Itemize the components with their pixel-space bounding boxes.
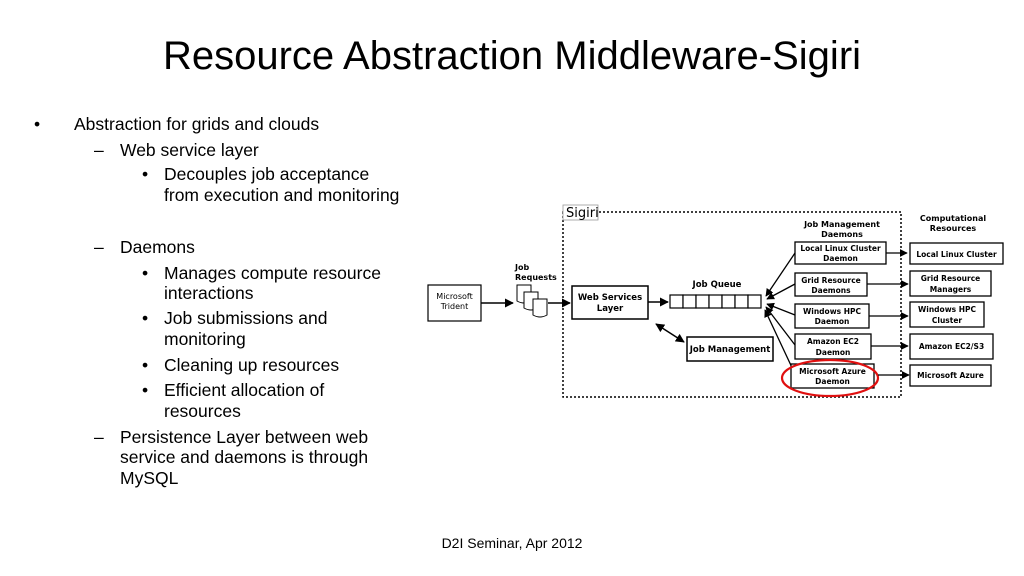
resource-grid-managers: Grid Resource Managers [909, 270, 992, 297]
web-services-label-line2: Layer [597, 304, 624, 314]
sigiri-label: Sigiri [566, 206, 599, 221]
dash-marker: – [94, 140, 104, 160]
bullet-marker: • [142, 164, 149, 184]
dash-marker: – [94, 427, 104, 447]
bullet-efficient-line1: Efficient allocation of [164, 380, 325, 400]
daemon-microsoft-azure: Microsoft Azure Daemon [790, 363, 875, 389]
bullet-persistence-line3: MySQL [120, 468, 179, 488]
daemon-label-line1: Local Linux Cluster [800, 244, 881, 253]
resource-amazon-ec2-s3: Amazon EC2/S3 [909, 333, 994, 360]
bullet-daemons: Daemons [120, 237, 195, 257]
trident-client-label-line1: Microsoft [436, 292, 472, 301]
bullet-marker: • [142, 355, 149, 375]
job-queue-label: Job Queue [692, 280, 742, 290]
daemon-local-linux-cluster: Local Linux Cluster Daemon [794, 241, 887, 265]
daemon-grid-resource: Grid Resource Daemons [794, 272, 868, 297]
resource-microsoft-azure: Microsoft Azure [909, 364, 992, 387]
slide-footer: D2I Seminar, Apr 2012 [441, 535, 583, 551]
daemon-to-queue-arrow [766, 302, 796, 316]
bullet-decouples-line1: Decouples job acceptance [164, 164, 370, 184]
bullet-marker: • [34, 114, 41, 134]
slide-title: Resource Abstraction Middleware-Sigiri [162, 34, 862, 78]
resource-label-line2: Cluster [932, 316, 963, 325]
bullet-job-submissions-line2: monitoring [164, 329, 246, 349]
web-services-label-line1: Web Services [578, 293, 642, 303]
job-requests-label-line1: Job [514, 263, 529, 272]
daemon-to-queue-arrow [766, 283, 796, 300]
bullet-cleaning-up: Cleaning up resources [164, 355, 340, 375]
sigiri-label-box [562, 204, 599, 221]
bullet-abstraction: Abstraction for grids and clouds [74, 114, 320, 134]
resource-label-line1: Microsoft Azure [917, 371, 984, 380]
daemon-label-line2: Daemon [823, 254, 858, 263]
bullet-web-service-layer: Web service layer [120, 140, 259, 160]
daemon-label-line1: Microsoft Azure [799, 367, 866, 376]
daemon-label-line2: Daemons [811, 286, 851, 295]
daemon-label-line2: Daemon [815, 377, 850, 386]
queue-slot [721, 294, 736, 309]
resources-header-line2: Resources [930, 224, 977, 233]
daemon-label-line2: Daemon [815, 317, 850, 326]
resource-label-line1: Grid Resource [921, 274, 980, 283]
azure-highlight-circle [780, 358, 880, 398]
bullet-marker: • [142, 380, 149, 400]
job-documents-icon [516, 284, 548, 318]
queue-slot [695, 294, 710, 309]
queue-slot [708, 294, 723, 309]
bullet-marker: • [142, 263, 149, 283]
daemon-windows-hpc: Windows HPC Daemon [794, 303, 870, 329]
job-queue [669, 294, 762, 309]
daemon-to-queue-arrow [764, 309, 796, 375]
queue-slot [682, 294, 697, 309]
bullet-manages-line1: Manages compute resource [164, 263, 381, 283]
daemons-header-line1: Job Management [803, 220, 880, 229]
resource-windows-hpc-cluster: Windows HPC Cluster [909, 301, 985, 328]
bullet-persistence-line1: Persistence Layer between web [120, 427, 369, 447]
daemon-label-line2: Daemon [816, 348, 851, 357]
bullet-manages-line2: interactions [164, 283, 254, 303]
bullet-marker: • [142, 308, 149, 328]
job-management-box [686, 336, 774, 362]
resource-local-linux-cluster: Local Linux Cluster [909, 242, 1004, 265]
daemon-amazon-ec2: Amazon EC2 Daemon [794, 333, 872, 360]
queue-slot [669, 294, 684, 309]
trident-client-label-line2: Trident [440, 302, 468, 311]
queue-slot [747, 294, 762, 309]
daemons-header-line2: Daemons [821, 230, 863, 239]
daemon-label-line1: Amazon EC2 [807, 337, 859, 346]
resource-label-line1: Local Linux Cluster [916, 250, 997, 259]
daemon-label-line1: Windows HPC [803, 307, 861, 316]
job-requests-label-line2: Requests [515, 273, 557, 282]
bullet-decouples-line2: from execution and monitoring [164, 185, 400, 205]
bullet-persistence-line2: service and daemons is through [120, 447, 369, 467]
job-management-label: Job Management [689, 345, 771, 355]
daemon-to-queue-arrow [765, 252, 796, 297]
resource-label-line1: Amazon EC2/S3 [919, 342, 984, 351]
resources-header-line1: Computational [920, 214, 987, 223]
webservices-jobmanagement-arrow [655, 323, 685, 343]
queue-slot [734, 294, 749, 309]
bullet-list: • Abstraction for grids and clouds – Web… [0, 0, 440, 576]
dash-marker: – [94, 237, 104, 257]
resource-label-line1: Windows HPC [918, 305, 976, 314]
daemon-label-line1: Grid Resource [801, 276, 860, 285]
trident-client-box [427, 284, 482, 322]
resource-label-line2: Managers [930, 285, 972, 294]
bullet-job-submissions-line1: Job submissions and [164, 308, 328, 328]
bullet-efficient-line2: resources [164, 401, 241, 421]
